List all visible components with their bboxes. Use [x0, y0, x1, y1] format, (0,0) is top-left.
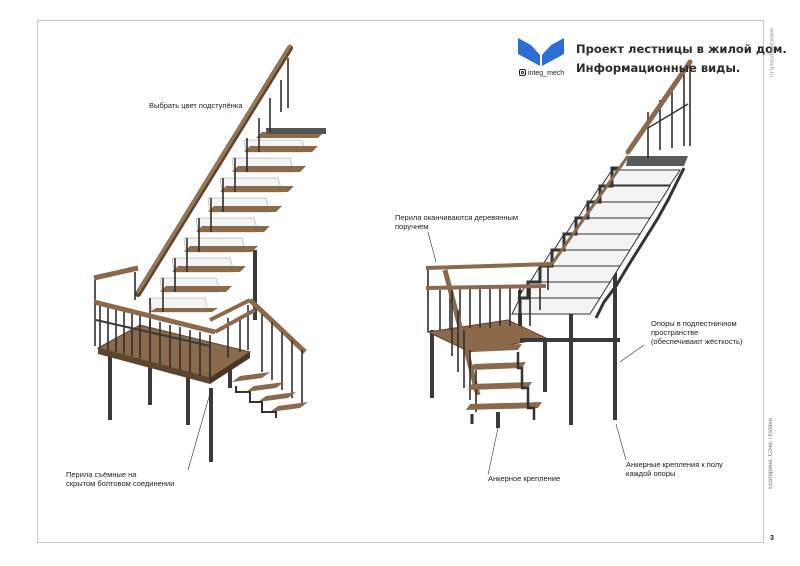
instagram-icon — [519, 69, 526, 76]
page-number: 3 — [770, 535, 774, 542]
note-rail-end-line-1: Перила оканчиваются деревянным — [395, 213, 519, 222]
note-removable-rail-line-2: скрытом болтовом соединении — [66, 479, 175, 488]
left-staircase — [93, 44, 326, 462]
note-anchor-floor: Анкерные крепления к полу каждой опоры — [626, 460, 723, 478]
left-leader-lines — [187, 389, 212, 471]
left-lower-flight — [232, 298, 308, 418]
title-line-1: Проект лестницы в жилой дом. — [576, 42, 787, 56]
note-removable-rail-line-1: Перила съёмные на — [66, 470, 137, 479]
note-riser-color: Выбрать цвет подступёнка — [149, 101, 243, 110]
left-landing-railing — [93, 265, 256, 380]
left-main-balusters — [149, 58, 289, 330]
title-line-2: Информационные виды. — [576, 61, 741, 75]
right-lower-flight — [442, 269, 542, 424]
instagram-handle[interactable]: integ_mech — [519, 69, 564, 77]
note-supports: Опоры в подлестничном пространстве (обес… — [651, 319, 742, 346]
author-label: Екатерина. Сочи. Поляна — [768, 418, 774, 489]
note-rail-end: Перила оканчиваются деревянным поручнем — [395, 213, 518, 231]
page-title: Проект лестницы в жилой дом. Информацион… — [576, 40, 787, 78]
note-supports-line-3: (обеспечивают жёсткость) — [651, 337, 743, 346]
right-leader-lines — [427, 231, 645, 476]
note-anchor-floor-line-2: каждой опоры — [626, 469, 676, 478]
note-rail-end-line-2: поручнем — [395, 222, 429, 231]
drawing-sheet-border — [37, 20, 764, 543]
note-anchor: Анкерное крепление — [488, 474, 561, 483]
website-label: www.integmech.ru — [768, 28, 774, 78]
note-supports-line-2: пространстве — [651, 328, 699, 337]
right-staircase — [425, 59, 693, 428]
right-main-flight — [511, 156, 688, 319]
note-supports-line-1: Опоры в подлестничном — [651, 319, 737, 328]
left-main-flight-treads — [149, 128, 326, 313]
note-removable-rail: Перила съёмные на скрытом болтовом соеди… — [66, 470, 174, 488]
logo-icon — [518, 38, 564, 66]
right-upper-railing — [625, 59, 693, 158]
note-anchor-floor-line-1: Анкерные крепления к полу — [626, 460, 723, 469]
instagram-handle-text: integ_mech — [528, 70, 565, 77]
right-landing-railing — [425, 155, 630, 332]
